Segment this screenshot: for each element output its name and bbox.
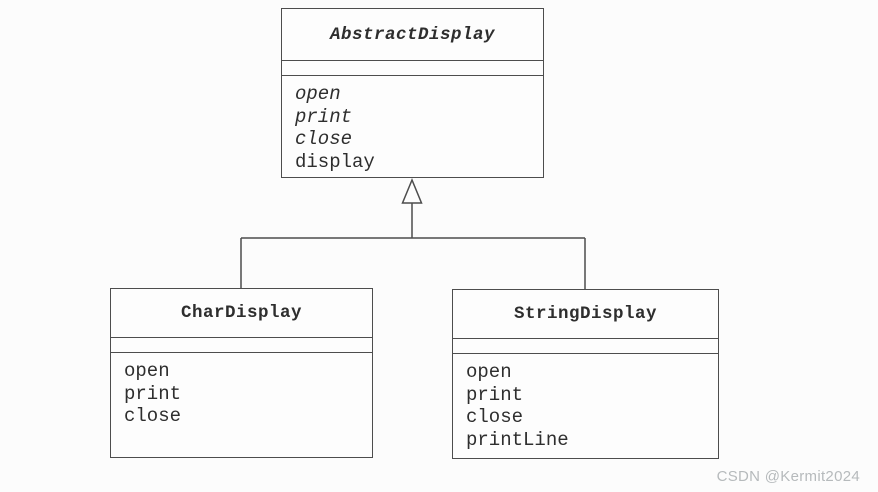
class-name: CharDisplay bbox=[180, 303, 303, 323]
watermark-text: CSDN @Kermit2024 bbox=[716, 468, 860, 485]
attributes-compartment bbox=[111, 338, 372, 353]
method-item: open bbox=[124, 360, 170, 382]
class-title-compartment: CharDisplay bbox=[111, 289, 372, 338]
method-item: display bbox=[295, 150, 375, 173]
methods-compartment: open print close bbox=[111, 353, 372, 457]
method-item: close bbox=[124, 405, 182, 427]
class-box-stringdisplay: StringDisplay open print close printLine bbox=[452, 289, 719, 459]
method-item: close bbox=[295, 128, 353, 150]
attributes-compartment bbox=[453, 339, 718, 354]
attributes-compartment bbox=[282, 61, 543, 76]
class-name: AbstractDisplay bbox=[329, 24, 496, 45]
method-item: print bbox=[295, 105, 353, 128]
inheritance-triangle-icon bbox=[401, 178, 423, 204]
method-item: close bbox=[466, 406, 524, 428]
class-name: StringDisplay bbox=[513, 304, 658, 324]
method-item: print bbox=[124, 382, 182, 405]
method-item: printLine bbox=[466, 428, 569, 451]
class-box-chardisplay: CharDisplay open print close bbox=[110, 288, 373, 458]
class-title-compartment: StringDisplay bbox=[453, 290, 718, 339]
method-item: open bbox=[466, 361, 512, 383]
class-box-abstractdisplay: AbstractDisplay open print close display bbox=[281, 8, 544, 178]
class-title-compartment: AbstractDisplay bbox=[282, 9, 543, 61]
method-item: print bbox=[466, 383, 524, 406]
methods-compartment: open print close display bbox=[282, 76, 543, 177]
methods-compartment: open print close printLine bbox=[453, 354, 718, 458]
method-item: open bbox=[295, 83, 341, 105]
